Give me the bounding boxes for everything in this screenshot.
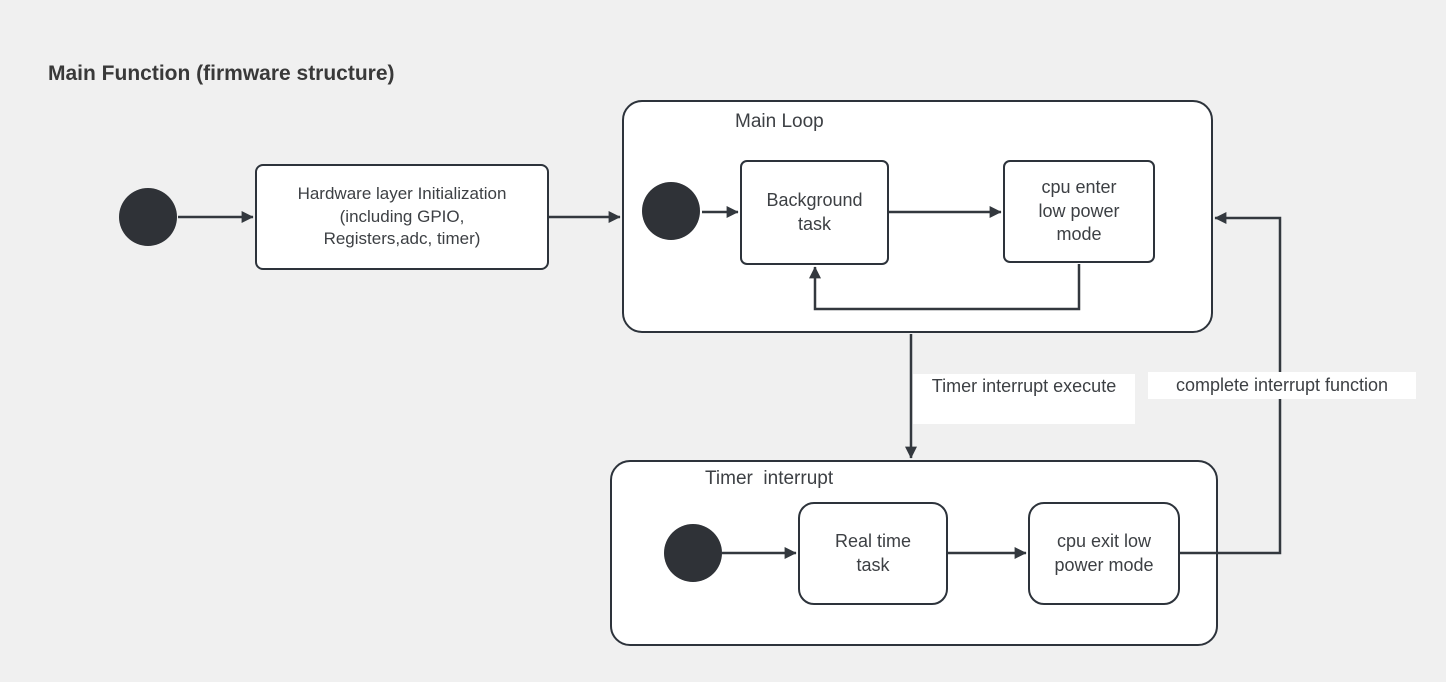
edge-label-complete-interrupt-function[interactable]: complete interrupt function <box>1148 372 1416 399</box>
group-label-timer-interrupt: Timer interrupt <box>705 468 834 489</box>
initial-state-main-icon[interactable] <box>119 188 177 246</box>
diagram-title: Main Function (firmware structure) <box>48 62 395 85</box>
initial-state-timer-interrupt-icon[interactable] <box>664 524 722 582</box>
initial-state-main-loop-icon[interactable] <box>642 182 700 240</box>
edge-cpu-enter-return-to-background-task[interactable] <box>809 264 1081 311</box>
edge-label-timer-interrupt-execute[interactable]: Timer interrupt execute <box>913 374 1135 424</box>
node-hardware-init[interactable]: Hardware layer Initialization (including… <box>255 164 549 270</box>
node-cpu-enter-low-power[interactable]: cpu enter low power mode <box>1003 160 1155 263</box>
node-background-task[interactable]: Background task <box>740 160 889 265</box>
group-label-main-loop: Main Loop <box>735 111 824 132</box>
node-cpu-exit-low-power[interactable]: cpu exit low power mode <box>1028 502 1180 605</box>
node-real-time-task[interactable]: Real time task <box>798 502 948 605</box>
